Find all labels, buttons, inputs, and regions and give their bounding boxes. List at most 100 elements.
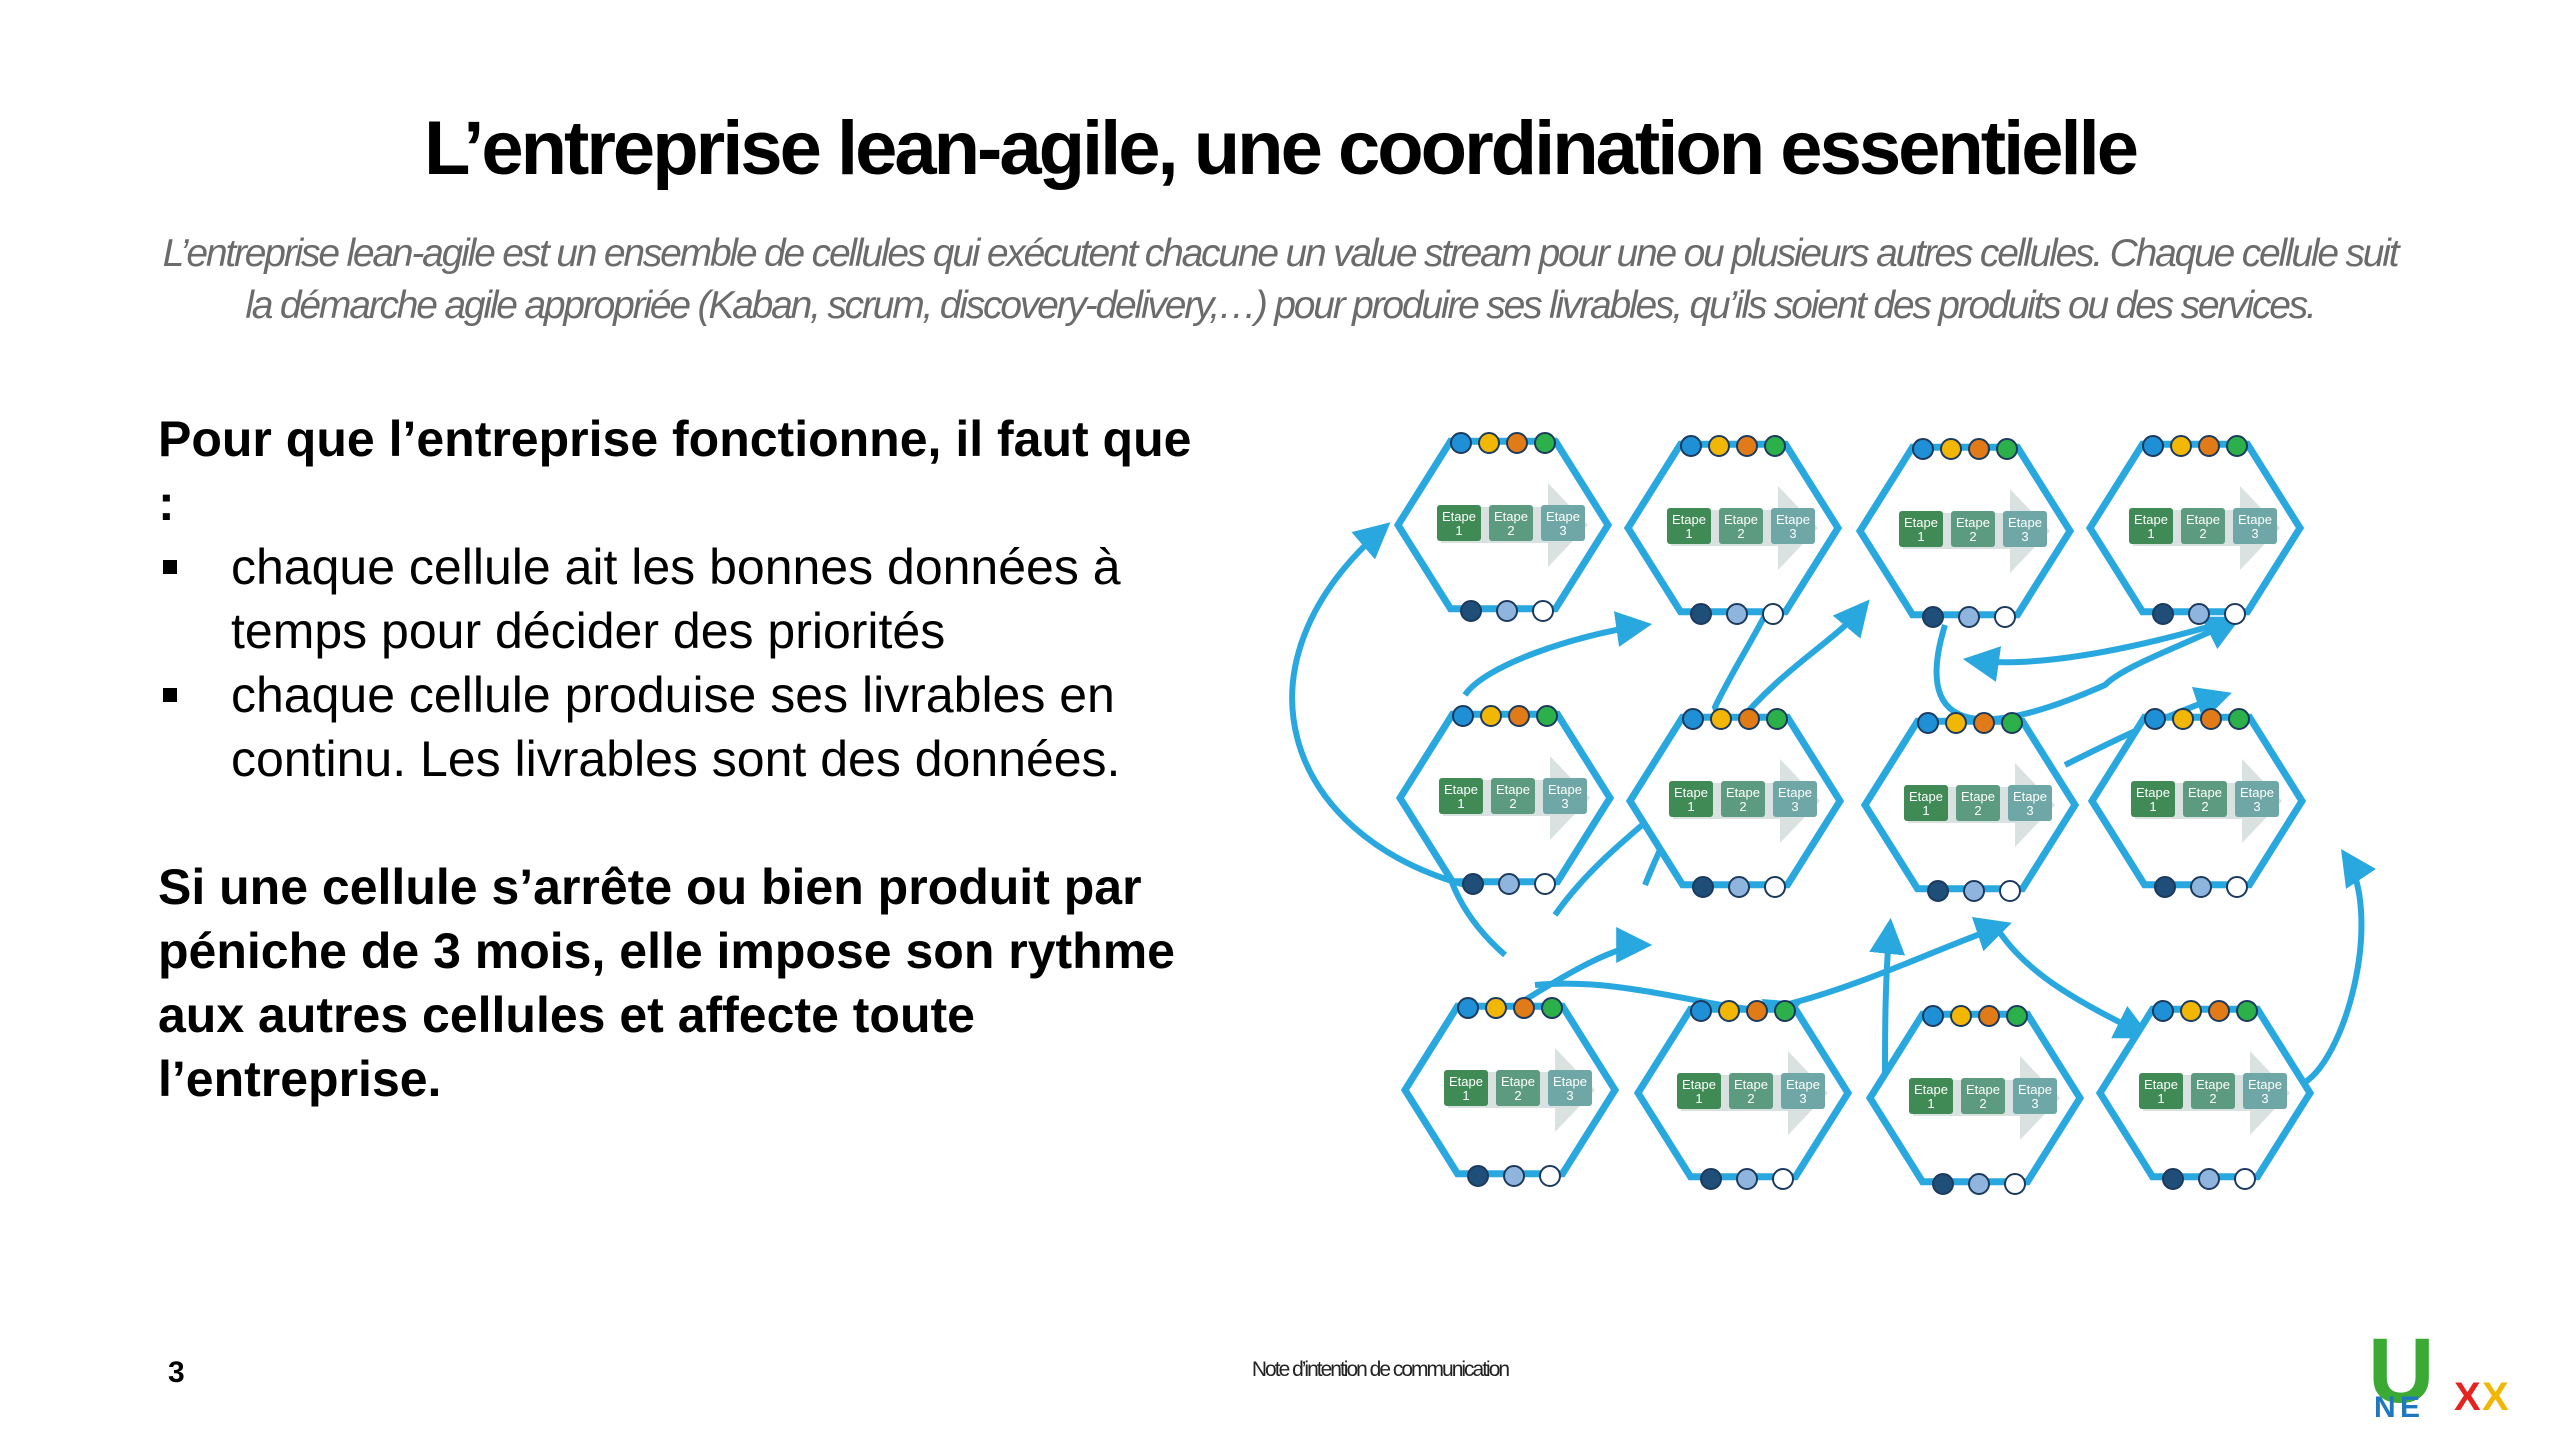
input-data-dot bbox=[1764, 435, 1786, 457]
stage-number: 2 bbox=[1979, 1096, 1986, 1111]
input-data-dot bbox=[1746, 1000, 1768, 1022]
stage-label: Etape bbox=[1956, 515, 1990, 530]
subtitle-line-2: la démarche agile appropriée (Kaban, scr… bbox=[245, 284, 2316, 327]
stage-number: 1 bbox=[1687, 799, 1694, 814]
stage-label: Etape bbox=[2240, 785, 2274, 800]
input-data-dot bbox=[1978, 1005, 2000, 1027]
input-data-dot bbox=[1718, 1000, 1740, 1022]
input-data-dot bbox=[2001, 712, 2023, 734]
stage-box bbox=[1773, 781, 1817, 817]
stage-box bbox=[1909, 1078, 1953, 1114]
stage-label: Etape bbox=[2144, 1077, 2178, 1092]
output-data-dot bbox=[1764, 876, 1786, 898]
input-data-dot bbox=[1508, 705, 1530, 727]
stage-number: 3 bbox=[1789, 526, 1796, 541]
stage-label: Etape bbox=[1501, 1074, 1535, 1089]
stage-label: Etape bbox=[1496, 782, 1530, 797]
stage-box bbox=[1956, 785, 2000, 821]
flow-connector-arrow bbox=[1289, 522, 1466, 888]
input-data-dot bbox=[1950, 1005, 1972, 1027]
stage-number: 3 bbox=[1559, 523, 1566, 538]
stage-box bbox=[2129, 508, 2173, 544]
stage-box bbox=[1667, 508, 1711, 544]
output-data-dot bbox=[1968, 1173, 1990, 1195]
output-data-dot bbox=[2154, 876, 2176, 898]
output-data-dot bbox=[1692, 876, 1714, 898]
input-data-dot bbox=[2226, 435, 2248, 457]
stage-box bbox=[2181, 508, 2225, 544]
stage-label: Etape bbox=[2018, 1082, 2052, 1097]
stage-box bbox=[1904, 785, 1948, 821]
stage-box bbox=[2131, 781, 2175, 817]
output-data-dot bbox=[2234, 1168, 2256, 1190]
cells: Etape1Etape2Etape3Etape1Etape2Etape3Etap… bbox=[1393, 432, 2315, 1195]
flow-connector-arrow bbox=[1523, 927, 1653, 1003]
stage-number: 3 bbox=[2021, 529, 2028, 544]
stage-box bbox=[1719, 508, 1763, 544]
stage-box bbox=[1543, 778, 1587, 814]
output-data-dot bbox=[1534, 873, 1556, 895]
output-data-dot bbox=[1539, 1165, 1561, 1187]
stage-label: Etape bbox=[2188, 785, 2222, 800]
stage-box bbox=[2003, 511, 2047, 547]
stage-number: 1 bbox=[1927, 1096, 1934, 1111]
cell-network-diagram: Etape1Etape2Etape3Etape1Etape2Etape3Etap… bbox=[1289, 432, 2376, 1195]
stage-box bbox=[1721, 781, 1765, 817]
input-data-dot bbox=[1912, 438, 1934, 460]
flow-connector-arrow bbox=[1462, 611, 1653, 697]
stage-number: 2 bbox=[1509, 796, 1516, 811]
input-data-dot bbox=[2228, 708, 2250, 730]
logo-letter: X bbox=[2454, 1375, 2481, 1419]
stage-number: 3 bbox=[2026, 803, 2033, 818]
output-data-dot bbox=[2162, 1168, 2184, 1190]
stage-number: 3 bbox=[1791, 799, 1798, 814]
input-data-dot bbox=[1534, 432, 1556, 454]
input-data-dot bbox=[1766, 708, 1788, 730]
stage-box bbox=[1677, 1073, 1721, 1109]
input-data-dot bbox=[2208, 1000, 2230, 1022]
bullet-list: chaque cellule ait les bonnes données à … bbox=[158, 535, 1208, 791]
stage-number: 2 bbox=[1514, 1088, 1521, 1103]
input-data-dot bbox=[1996, 438, 2018, 460]
stage-label: Etape bbox=[1724, 512, 1758, 527]
output-data-dot bbox=[1462, 873, 1484, 895]
stage-label: Etape bbox=[1904, 515, 1938, 530]
flow-connector-arrow bbox=[1869, 917, 1906, 1076]
input-data-dot bbox=[1973, 712, 1995, 734]
stage-box bbox=[2233, 508, 2277, 544]
input-data-dot bbox=[1478, 432, 1500, 454]
stage-label: Etape bbox=[1546, 509, 1580, 524]
slide-title: L’entreprise lean-agile, une coordinatio… bbox=[424, 106, 2139, 191]
stage-label: Etape bbox=[2186, 512, 2220, 527]
stage-box bbox=[1548, 1070, 1592, 1106]
stage-number: 1 bbox=[2157, 1091, 2164, 1106]
stage-label: Etape bbox=[2008, 515, 2042, 530]
output-data-dot bbox=[1932, 1173, 1954, 1195]
input-data-dot bbox=[1945, 712, 1967, 734]
stage-label: Etape bbox=[1914, 1082, 1948, 1097]
input-data-dot bbox=[2170, 435, 2192, 457]
input-data-dot bbox=[1682, 708, 1704, 730]
output-data-dot bbox=[2190, 876, 2212, 898]
stage-label: Etape bbox=[2134, 512, 2168, 527]
input-data-dot bbox=[1457, 997, 1479, 1019]
output-data-dot bbox=[1922, 606, 1944, 628]
unexx-logo: U N E X X bbox=[2368, 1320, 2509, 1420]
stage-number: 1 bbox=[1455, 523, 1462, 538]
intro-text: Pour que l’entreprise fonctionne, il fau… bbox=[158, 411, 1192, 531]
flow-connector-arrow bbox=[2298, 849, 2376, 1088]
stage-box bbox=[2191, 1073, 2235, 1109]
output-data-dot bbox=[1728, 876, 1750, 898]
stage-number: 2 bbox=[1739, 799, 1746, 814]
stage-box bbox=[1489, 505, 1533, 541]
square-bullet-icon bbox=[163, 560, 177, 574]
bullet-text: chaque cellule ait les bonnes données à … bbox=[231, 539, 1121, 659]
input-data-dot bbox=[2236, 1000, 2258, 1022]
